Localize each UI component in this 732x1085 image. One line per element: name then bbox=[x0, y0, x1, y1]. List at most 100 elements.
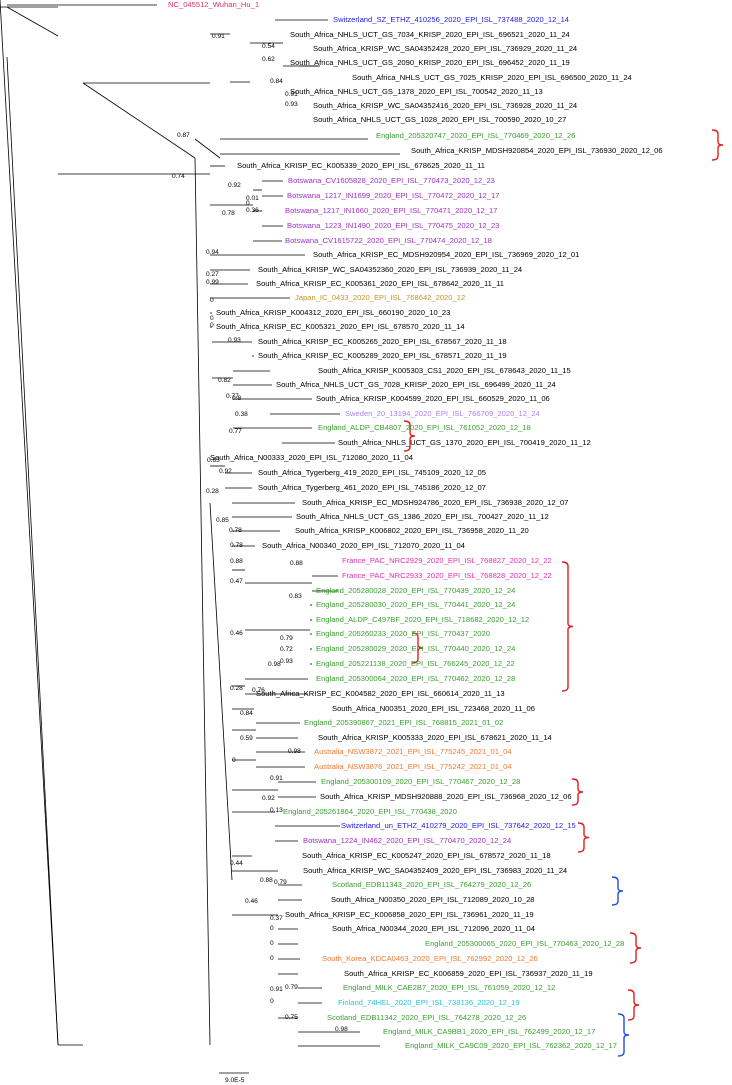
support-value: 0.13 bbox=[270, 807, 283, 814]
tip-label: South_Africa_N00350_2020_EPI_ISL_712089_… bbox=[331, 895, 535, 904]
support-value: 0.88 bbox=[230, 558, 243, 565]
support-value: 0.78 bbox=[222, 210, 235, 217]
node-support-values: 0.910.540.620.840.910.930.870.740.920.01… bbox=[172, 33, 348, 1033]
tip-label: South_Africa_KRISP_WC_SA04352360_2020_EP… bbox=[258, 265, 522, 274]
support-value: 0.27 bbox=[206, 271, 219, 278]
scale-bar-label: 9.0E-5 bbox=[225, 1077, 245, 1084]
tip-label: South_Africa_KRISP_EC_MDSH924786_2020_EP… bbox=[302, 498, 568, 507]
support-value: 0 bbox=[232, 757, 236, 764]
support-value: 0.78 bbox=[230, 542, 243, 549]
support-value: 0.62 bbox=[262, 56, 275, 63]
tip-label: Botswana_1217_IN1660_2020_EPI_ISL_770471… bbox=[285, 206, 497, 215]
tip-labels: NC_045512_Wuhan_Hu_1Switzerland_SZ_ETHZ_… bbox=[168, 0, 663, 1050]
tip-label: South_Africa_KRISP_MDSH920854_2020_EPI_I… bbox=[411, 146, 663, 155]
support-value: 0 bbox=[270, 925, 274, 932]
tip-label: South_Africa_NHLS_UCT_GS_1370_2020_EPI_I… bbox=[338, 438, 591, 447]
tip-label: England_205221138_2020_EPI_ISL_766245_20… bbox=[316, 659, 515, 668]
tip-label: France_PAC_NRC2929_2020_EPI_ISL_768827_2… bbox=[342, 556, 552, 565]
support-value: 0.46 bbox=[230, 630, 243, 637]
tip-label: South_Africa_KRISP_K005333_2020_EPI_ISL_… bbox=[318, 733, 552, 742]
support-value: 0.85 bbox=[216, 517, 229, 524]
tip-label: England_MILK_CA9C09_2020_EPI_ISL_762362_… bbox=[405, 1041, 617, 1050]
support-value: 0.91 bbox=[270, 986, 283, 993]
tip-label: South_Africa_KRISP_WC_SA04352416_2020_EP… bbox=[313, 101, 577, 110]
tip-label: South_Africa_N00340_2020_EPI_ISL_712070_… bbox=[262, 541, 465, 550]
tip-label: South_Africa_KRISP_WC_SA04352428_2020_EP… bbox=[313, 44, 577, 53]
tip-label: South_Africa_KRISP_EC_K005321_2020_EPI_I… bbox=[216, 322, 465, 331]
tip-label: South_Africa_Tygerberg_419_2020_EPI_ISL_… bbox=[258, 468, 486, 477]
support-value: 0.83 bbox=[289, 593, 302, 600]
tip-label: Switzerland_SZ_ETHZ_410256_2020_EPI_ISL_… bbox=[333, 15, 569, 24]
support-value: 0.38 bbox=[235, 411, 248, 418]
tip-label: England_ALDP_C497BF_2020_EPI_ISL_718682_… bbox=[316, 615, 529, 624]
tip-label: Australia_NSW3876_2021_EPI_ISL_775242_20… bbox=[314, 762, 512, 771]
tip-label: South_Africa_N00333_2020_EPI_ISL_712080_… bbox=[210, 453, 413, 462]
tip-label: England_205280029_2020_EPI_ISL_770440_20… bbox=[316, 644, 515, 653]
tip-label: South_Africa_KRISP_EC_K005247_2020_EPI_I… bbox=[302, 851, 551, 860]
tree-branch bbox=[6, 56, 59, 1046]
tip-label: France_PAC_NRC2933_2020_EPI_ISL_768828_2… bbox=[342, 571, 552, 580]
scale-bar: 9.0E-5 bbox=[219, 1072, 249, 1084]
tip-label: South_Africa_NHLS_UCT_GS_1028_2020_EPI_I… bbox=[313, 115, 566, 124]
support-value: 0.47 bbox=[230, 578, 243, 585]
tip-label: Botswana_1223_IN1490_2020_EPI_ISL_770475… bbox=[287, 221, 499, 230]
support-value: 0.8 bbox=[232, 395, 241, 402]
support-value: 0 bbox=[210, 297, 214, 304]
tip-label: Sweden_20_13194_2020_EPI_ISL_766709_2020… bbox=[345, 409, 540, 418]
tip-label: Botswana_1217_IN1699_2020_EPI_ISL_770472… bbox=[287, 191, 499, 200]
support-value: 0.88 bbox=[260, 877, 273, 884]
support-value: 0 bbox=[270, 998, 274, 1005]
cluster-bracket bbox=[411, 632, 424, 664]
support-value: 0.99 bbox=[206, 279, 219, 286]
cluster-brackets bbox=[403, 129, 724, 1057]
support-value: 0.84 bbox=[270, 78, 283, 85]
tip-label: England_205300064_2020_EPI_ISL_770462_20… bbox=[316, 674, 515, 683]
tip-label: NC_045512_Wuhan_Hu_1 bbox=[168, 0, 259, 9]
tip-label: South_Africa_KRISP_EC_K006858_2020_EPI_I… bbox=[285, 910, 534, 919]
support-value: 0 bbox=[270, 940, 274, 947]
support-value: 0.98 bbox=[288, 748, 301, 755]
tree-branch bbox=[82, 82, 196, 159]
tip-label: South_Africa_KRISP_EC_K006859_2020_EPI_I… bbox=[344, 969, 593, 978]
tip-label: South_Korea_KDCA0463_2020_EPI_ISL_762992… bbox=[322, 954, 538, 963]
tip-label: England_205260233_2020_EPI_ISL_770437_20… bbox=[316, 629, 490, 638]
support-value: 0.28 bbox=[206, 488, 219, 495]
support-value: 0.92 bbox=[219, 468, 232, 475]
cluster-bracket bbox=[629, 932, 642, 964]
support-value: 0.82 bbox=[218, 377, 231, 384]
tip-label: South_Africa_KRISP_EC_K005289_2020_EPI_I… bbox=[258, 351, 507, 360]
support-value: 0.37 bbox=[270, 915, 283, 922]
support-value: 0.92 bbox=[262, 795, 275, 802]
tip-label: South_Africa_Tygerberg_461_2020_EPI_ISL_… bbox=[258, 483, 486, 492]
support-value: 0.91 bbox=[270, 775, 283, 782]
support-value: 0.63 bbox=[207, 457, 220, 464]
support-value: 0.54 bbox=[262, 43, 275, 50]
tip-label: England_205320747_2020_EPI_ISL_770469_20… bbox=[376, 131, 575, 140]
support-value: 0.98 bbox=[335, 1026, 348, 1033]
support-value: 0.01 bbox=[246, 195, 259, 202]
tree-branch bbox=[194, 138, 221, 159]
tip-label: South_Africa_NHLS_UCT_GS_2090_KRISP_2020… bbox=[290, 58, 570, 67]
tip-label: South_Africa_NHLS_UCT_GS_7025_KRISP_2020… bbox=[352, 73, 632, 82]
tip-label: England_ALDP_CB4807_2020_EPI_ISL_761052_… bbox=[318, 423, 531, 432]
cluster-bracket bbox=[627, 989, 640, 1021]
support-value: 0.87 bbox=[177, 132, 190, 139]
tree-branch bbox=[6, 6, 59, 37]
tip-label: South_Africa_KRISP_K004599_2020_EPI_ISL_… bbox=[316, 394, 550, 403]
support-value: 0.93 bbox=[228, 337, 241, 344]
support-value: 0.77 bbox=[226, 393, 239, 400]
support-value: 0.77 bbox=[229, 428, 242, 435]
support-value: 0.76 bbox=[252, 687, 265, 694]
support-value: 0.72 bbox=[280, 646, 293, 653]
support-value: 0.93 bbox=[285, 101, 298, 108]
tree-branch bbox=[194, 157, 211, 1046]
support-value: 0.79 bbox=[285, 984, 298, 991]
tip-label: England_205390867_2021_EPI_ISL_768815_20… bbox=[304, 718, 503, 727]
tip-label: South_Africa_NHLS_UCT_GS_7034_KRISP_2020… bbox=[290, 30, 570, 39]
support-value: 0.93 bbox=[280, 658, 293, 665]
support-value: 0.78 bbox=[229, 527, 242, 534]
tip-label: South_Africa_KRISP_EC_K005361_2020_EPI_I… bbox=[256, 279, 504, 288]
tree-branches bbox=[0, 0, 400, 1047]
tip-label: Botswana_CV1605828_2020_EPI_ISL_770473_2… bbox=[288, 176, 495, 185]
